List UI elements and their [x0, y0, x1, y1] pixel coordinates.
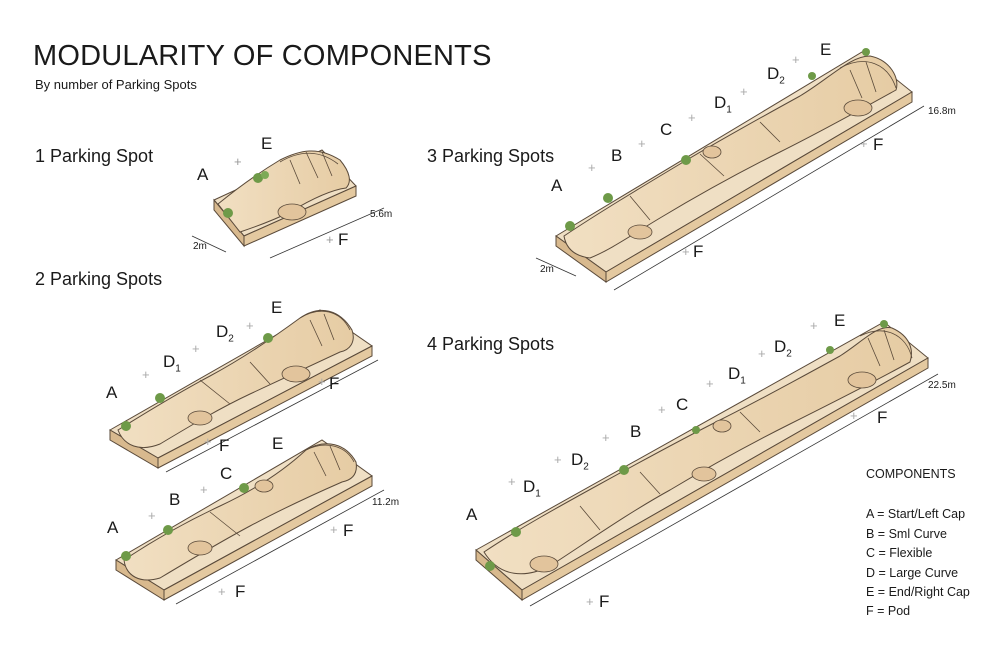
label-d2: D2: [774, 337, 792, 360]
label-c: C: [676, 395, 689, 414]
label-f: F: [873, 135, 884, 154]
svg-text:+: +: [330, 522, 338, 537]
label-a: A: [106, 383, 118, 402]
module-2-spots-a: [109, 309, 379, 473]
legend-item-c: C = Flexible: [866, 546, 933, 560]
label-a: A: [466, 505, 478, 524]
svg-text:+: +: [688, 110, 696, 125]
dimension-length: 22.5m: [928, 380, 956, 391]
module-4-spots: [475, 320, 939, 607]
label-d1: D1: [728, 364, 746, 387]
section-title-2-spots: 2 Parking Spots: [35, 269, 163, 289]
label-f-secondary: F: [343, 521, 354, 540]
legend-item-f: F = Pod: [866, 604, 911, 618]
svg-text:+: +: [554, 452, 562, 467]
svg-text:+: +: [318, 374, 326, 389]
svg-text:+: +: [588, 160, 596, 175]
svg-text:+: +: [200, 482, 208, 497]
svg-text:+: +: [758, 346, 766, 361]
label-c: C: [220, 464, 233, 483]
svg-text:+: +: [218, 584, 226, 599]
legend-title: COMPONENTS: [866, 467, 956, 481]
svg-text:+: +: [682, 244, 690, 259]
svg-text:+: +: [586, 594, 594, 609]
label-f-upper: F: [219, 436, 230, 455]
svg-text:+: +: [638, 136, 646, 151]
svg-text:+: +: [148, 508, 156, 523]
section-title-3-spots: 3 Parking Spots: [427, 146, 555, 166]
label-f-lower: F: [599, 592, 610, 611]
module-1-spot: + +: [191, 149, 385, 259]
legend-item-d: D = Large Curve: [866, 566, 959, 580]
label-b: B: [630, 422, 642, 441]
label-e: E: [834, 311, 846, 330]
label-e: E: [271, 298, 283, 317]
svg-text:+: +: [740, 84, 748, 99]
svg-text:+: +: [508, 474, 516, 489]
svg-text:+: +: [792, 52, 800, 67]
svg-text:+: +: [326, 232, 334, 247]
dimension-length: 11.2m: [372, 497, 400, 508]
label-d1: D1: [714, 93, 732, 116]
section-title-1-spot: 1 Parking Spot: [35, 146, 154, 166]
dimension-length: 16.8m: [928, 106, 956, 117]
svg-text:+: +: [204, 434, 212, 449]
label-f: F: [338, 230, 349, 249]
svg-text:+: +: [810, 318, 818, 333]
page-title: MODULARITY OF COMPONENTS: [33, 40, 492, 72]
label-e: E: [261, 134, 273, 153]
page-subtitle: By number of Parking Spots: [35, 77, 197, 92]
label-a: A: [197, 165, 209, 184]
label-d2: D2: [767, 64, 785, 87]
svg-text:+: +: [706, 376, 714, 391]
label-a: A: [551, 176, 563, 195]
label-d1: D1: [163, 352, 181, 375]
label-d2: D2: [216, 322, 234, 345]
label-b: B: [611, 146, 623, 165]
svg-text:+: +: [850, 408, 858, 423]
dimension-width: 2m: [193, 241, 207, 252]
label-b: B: [169, 490, 181, 509]
label-f-lower: F: [693, 242, 704, 261]
label-f: F: [235, 582, 246, 601]
section-title-4-spots: 4 Parking Spots: [427, 334, 555, 354]
svg-text:+: +: [192, 341, 200, 356]
svg-text:+: +: [246, 318, 254, 333]
svg-text:+: +: [658, 402, 666, 417]
label-f: F: [329, 374, 340, 393]
label-d2: D2: [571, 450, 589, 473]
module-2-spots-b: [115, 439, 385, 605]
dimension-width: 2m: [540, 264, 554, 275]
dimension-length: 5.6m: [370, 209, 393, 220]
label-f: F: [877, 408, 888, 427]
module-3-spots: [535, 48, 925, 291]
svg-text:+: +: [860, 136, 868, 151]
legend-item-b: B = Sml Curve: [866, 527, 947, 541]
svg-text:+: +: [142, 367, 150, 382]
label-c: C: [660, 120, 673, 139]
plus-markers: +++ ++ +++++ +++++++ ++++ ++++: [142, 52, 868, 609]
legend-item-e: E = End/Right Cap: [866, 585, 970, 599]
label-e: E: [820, 40, 832, 59]
label-d1: D1: [523, 477, 541, 500]
svg-text:+: +: [234, 154, 242, 169]
label-a: A: [107, 518, 119, 537]
svg-text:+: +: [602, 430, 610, 445]
legend-item-a: A = Start/Left Cap: [866, 507, 966, 521]
label-e: E: [272, 434, 284, 453]
